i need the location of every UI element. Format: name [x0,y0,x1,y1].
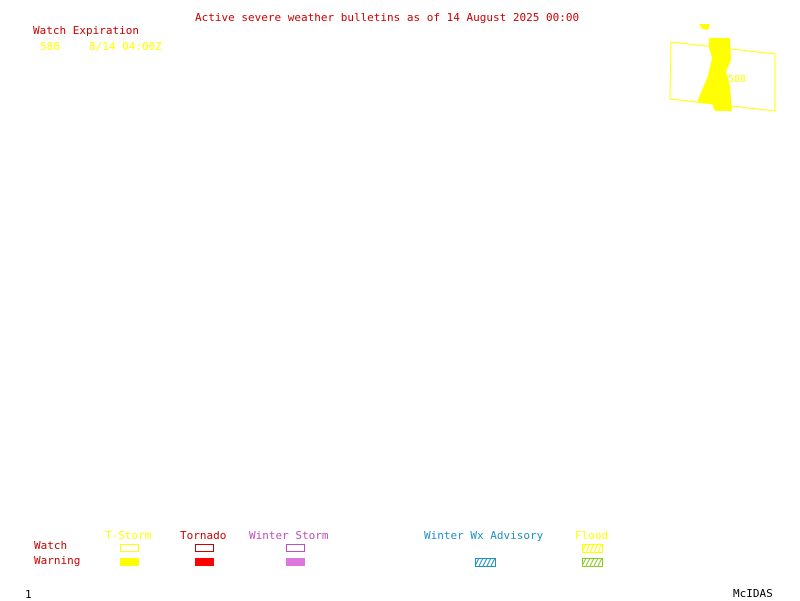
legend-winter-storm-watch-swatch [286,544,305,552]
legend-tstorm-label: T-Storm [105,529,152,542]
legend-flood-watch-swatch [582,544,603,553]
frame-number: 1 [25,588,32,601]
legend-winter-advisory-warning-swatch [475,558,496,567]
map-watch-label: 588 [728,74,747,85]
legend-tstorm-watch-swatch [120,544,139,552]
legend-flood-warning-swatch [582,558,603,567]
legend-flood-label: Flood [575,529,609,542]
watch-id: 588 [40,40,60,53]
legend-tornado-label: Tornado [180,529,227,542]
tstorm-warning-area-small [699,24,710,30]
legend-winter-storm-label: Winter Storm [249,529,329,542]
legend-tornado-warning-swatch [195,558,214,566]
watch-box-outline [669,41,776,112]
legend-tornado-watch-swatch [195,544,214,552]
watch-expiration-heading: Watch Expiration [33,24,139,37]
legend-winter-storm-warning-swatch [286,558,305,566]
bulletin-title: Active severe weather bulletins as of 14… [195,11,580,24]
legend-tstorm-warning-swatch [120,558,139,566]
legend-row-watch: Watch [34,539,68,552]
watch-expiration-time: 8/14 04:00Z [89,40,162,53]
legend-winter-advisory-label: Winter Wx Advisory [424,529,544,542]
product-label: McIDAS [733,587,773,600]
legend-row-warning: Warning [34,554,81,567]
tstorm-warning-area [697,38,732,111]
